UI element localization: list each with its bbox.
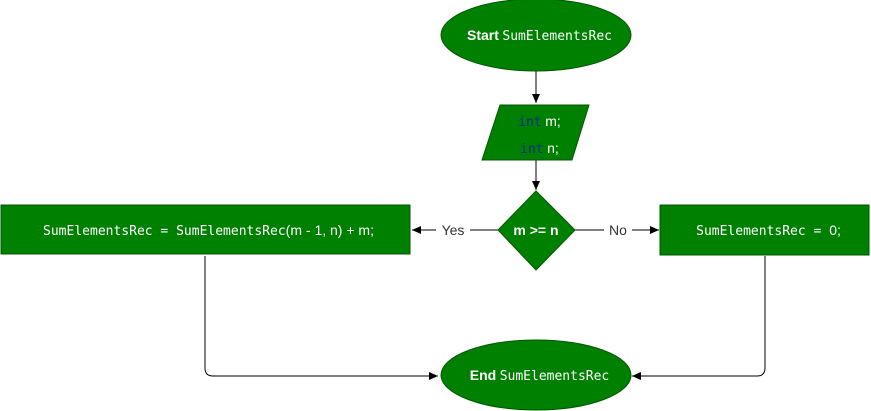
input-parallelogram bbox=[481, 104, 590, 161]
start-terminator[interactable]: Start SumElementsRec bbox=[440, 0, 632, 72]
svg-text:SumElementsRec = SumElementsRe: SumElementsRec = SumElementsRec(m - 1, n… bbox=[19, 222, 392, 239]
decision-condition: m >= n bbox=[513, 222, 558, 238]
decision-node[interactable]: m >= n bbox=[497, 190, 576, 271]
start-ellipse bbox=[440, 0, 632, 72]
svg-text:int m;: int m; bbox=[494, 113, 579, 130]
end-ellipse bbox=[440, 339, 632, 411]
yes-process-box bbox=[0, 204, 411, 255]
edge-labels: Yes No bbox=[436, 221, 632, 239]
no-process-node[interactable]: SumElementsRec = 0; bbox=[659, 204, 870, 256]
edge-yes-to-end bbox=[204, 256, 438, 380]
yes-edge-label: Yes bbox=[442, 222, 465, 238]
svg-text:End SumElementsRec: End SumElementsRec bbox=[445, 367, 627, 384]
end-prefix: End bbox=[470, 367, 496, 383]
no-edge-label: No bbox=[609, 222, 627, 238]
edge-no-to-end bbox=[632, 256, 766, 380]
input-line1-var: m; bbox=[545, 113, 561, 129]
no-value: 0; bbox=[829, 222, 841, 238]
no-lhs: SumElementsRec bbox=[696, 224, 806, 239]
svg-text:Start SumElementsRec: Start SumElementsRec bbox=[443, 27, 630, 44]
yes-call: SumElementsRec bbox=[176, 224, 286, 239]
yes-operator: = bbox=[153, 224, 176, 239]
yes-args: (m - 1, n) + m; bbox=[286, 222, 374, 238]
end-function-name: SumElementsRec bbox=[500, 369, 610, 384]
yes-lhs: SumElementsRec bbox=[43, 224, 153, 239]
end-terminator[interactable]: End SumElementsRec bbox=[440, 339, 632, 411]
input-line2-type: int bbox=[520, 142, 543, 157]
svg-text:int n;: int n; bbox=[496, 140, 577, 157]
yes-process-node[interactable]: SumElementsRec = SumElementsRec(m - 1, n… bbox=[0, 204, 411, 255]
input-node[interactable]: int m; int n; bbox=[481, 104, 590, 161]
no-process-box bbox=[659, 204, 870, 256]
start-prefix: Start bbox=[467, 27, 499, 43]
svg-text:SumElementsRec = 0;: SumElementsRec = 0; bbox=[672, 222, 859, 239]
no-assign: = bbox=[806, 224, 829, 239]
input-line1-type: int bbox=[518, 115, 541, 130]
decision-diamond bbox=[497, 190, 576, 271]
input-line2-var: n; bbox=[547, 140, 559, 156]
start-function-name: SumElementsRec bbox=[502, 29, 612, 44]
